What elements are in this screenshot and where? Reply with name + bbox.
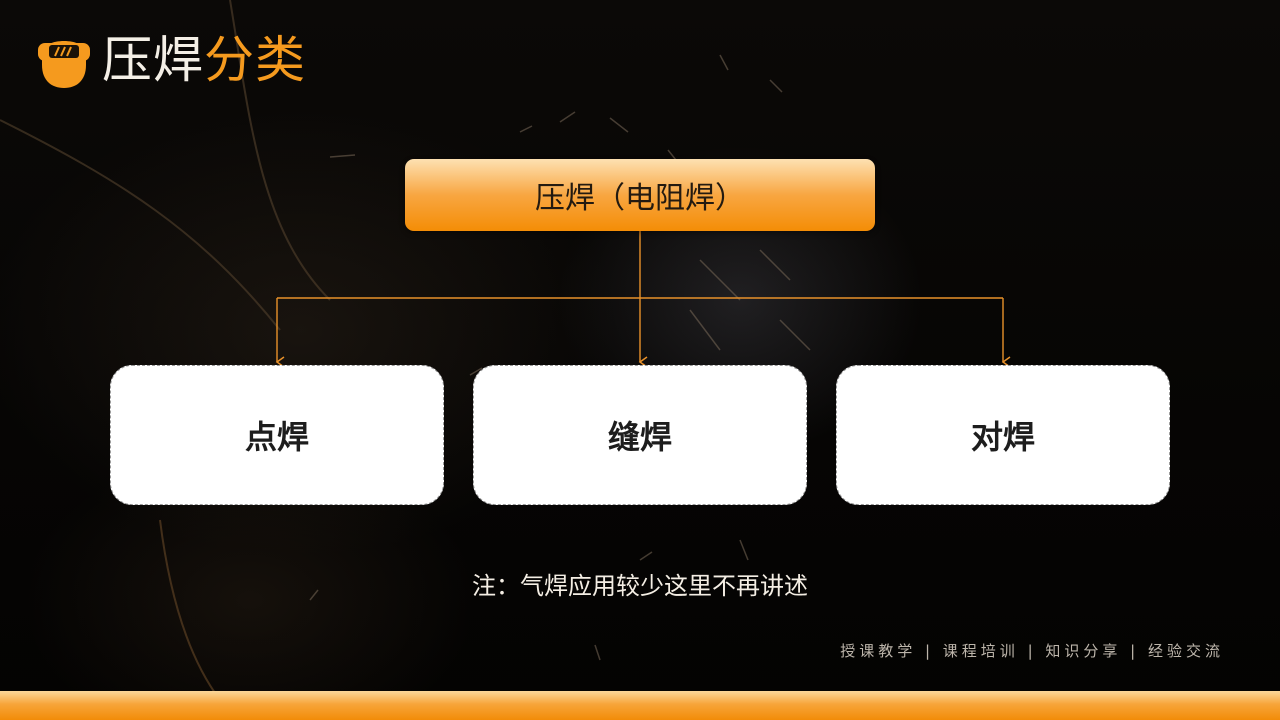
page-title-part1: 压焊 xyxy=(102,31,204,89)
child-node-butt-welding: 对焊 xyxy=(836,365,1170,505)
welding-helmet-icon xyxy=(38,31,90,89)
bottom-accent-bar xyxy=(0,691,1280,720)
header: 压焊分类 xyxy=(38,30,306,90)
page-title-part2: 分类 xyxy=(204,31,306,89)
footnote: 注：气焊应用较少这里不再讲述 xyxy=(472,572,808,600)
root-node: 压焊（电阻焊） xyxy=(405,159,875,231)
footer-tags: 授课教学 | 课程培训 | 知识分享 | 经验交流 xyxy=(840,642,1224,660)
page-title: 压焊分类 xyxy=(102,30,306,90)
child-node-seam-welding: 缝焊 xyxy=(473,365,807,505)
child-node-spot-welding: 点焊 xyxy=(110,365,444,505)
